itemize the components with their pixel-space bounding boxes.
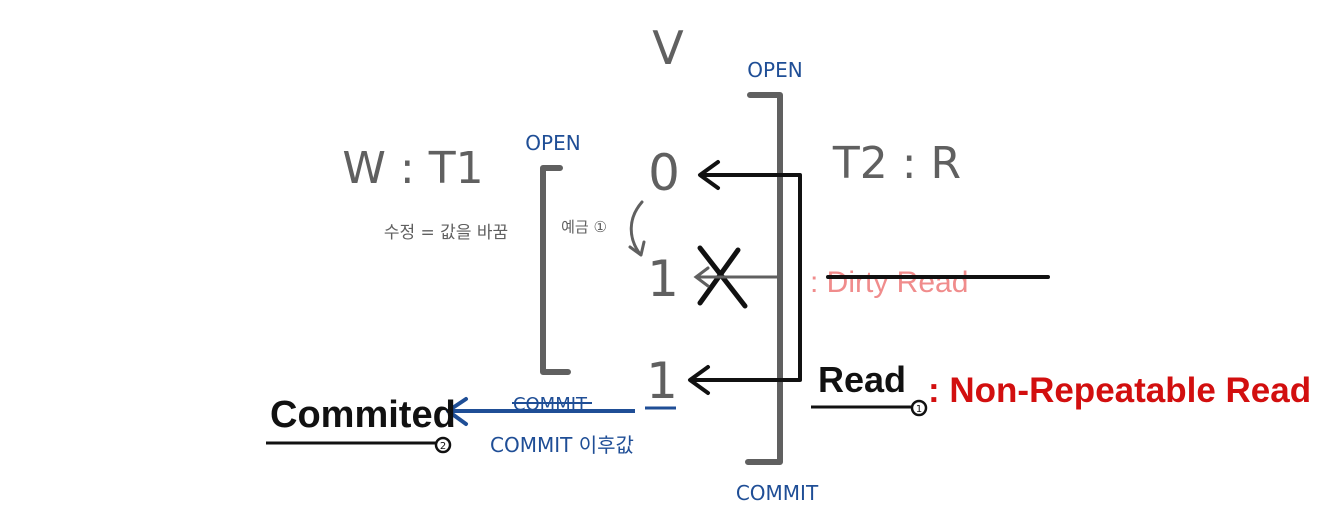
read-label: Read — [818, 359, 906, 400]
t1-open-label: OPEN — [525, 131, 580, 155]
value-one-dirty: 1 — [647, 250, 679, 308]
read-circle-marker — [910, 399, 928, 417]
commit-arrow-label: COMMIT — [513, 394, 588, 415]
value-one-committed: 1 — [646, 352, 678, 410]
t2-commit-label: COMMIT — [736, 481, 819, 505]
commit-after-note: COMMIT 이후값 — [490, 433, 634, 457]
t1-bracket — [540, 165, 571, 375]
modify-note: 수정 = 값을 바꿈 — [384, 223, 508, 243]
variable-label: V — [652, 21, 684, 75]
t1-writer-label: W : T1 — [342, 143, 483, 194]
dirty-read-label: : Dirty Read — [810, 266, 968, 299]
committed-circle-marker — [434, 436, 452, 454]
t2-reader-label: T2 : R — [832, 138, 961, 189]
read-arrow-top-head — [698, 160, 720, 190]
committed-circle-number: 2 — [440, 441, 446, 452]
note-curve-arrow — [629, 200, 644, 256]
non-repeatable-read-label: : Non-Repeatable Read — [928, 371, 1311, 410]
read-loop — [692, 173, 802, 382]
read-circle-number: 1 — [916, 404, 922, 415]
reserve-note: 예금 ① — [561, 218, 607, 236]
note-curve-arrow-head — [628, 240, 646, 257]
value-zero: 0 — [648, 144, 680, 202]
committed-label: Commited — [270, 394, 456, 436]
t2-open-label: OPEN — [747, 58, 802, 82]
read-arrow-bottom-head — [688, 365, 710, 395]
